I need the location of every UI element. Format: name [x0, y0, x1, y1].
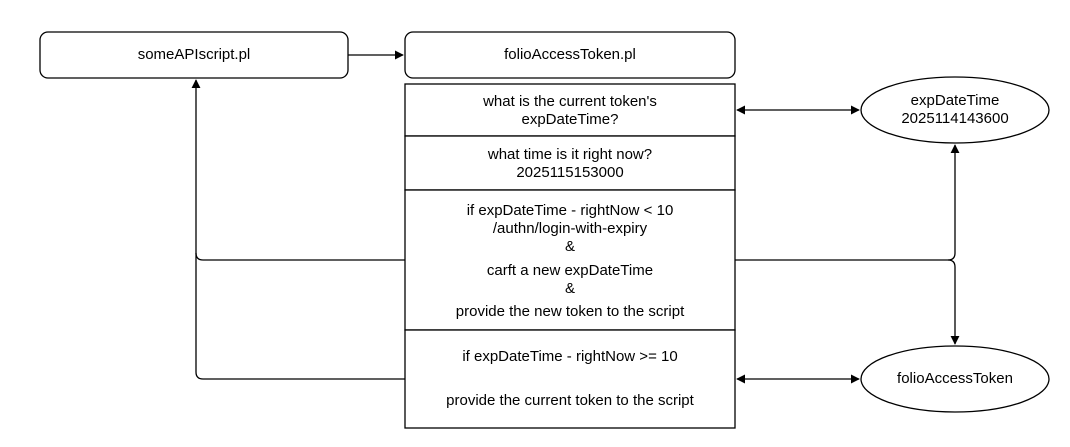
step-refresh-line-2: /authn/login-with-expiry: [493, 220, 648, 237]
step-refresh-line-6: provide the new token to the script: [456, 303, 685, 320]
refresh-to-token-arrow: [947, 259, 960, 345]
step-time-now-line-1: what time is it right now?: [487, 146, 652, 163]
step-current-token-line-1: what is the current token's: [482, 93, 657, 110]
folio-access-token-script-box: [404, 31, 736, 79]
exp-date-time-value: 2025114143600: [901, 110, 1008, 127]
refresh-return-arrow: [191, 79, 405, 261]
step-time-now-box: [404, 135, 736, 191]
step-current-token-line-2: expDateTime?: [522, 111, 619, 128]
step-refresh-line-5: &: [565, 280, 575, 297]
some-api-script-label: someAPIscript.pl: [138, 46, 251, 63]
refresh-to-exp-arrow: [735, 144, 960, 261]
step-refresh-box: [404, 189, 736, 331]
folio-access-token-script-label: folioAccessToken.pl: [504, 46, 636, 63]
step-refresh-line-4: carft a new expDateTime: [487, 262, 653, 279]
reuse-return-line: [195, 253, 405, 380]
folio-access-token-store-label: folioAccessToken: [897, 370, 1013, 387]
step-refresh-line-3: &: [565, 238, 575, 255]
step-time-now-line-2: 2025115153000: [516, 164, 623, 181]
step-reuse-line-1: if expDateTime - rightNow >= 10: [462, 348, 677, 365]
exp-date-time-label: expDateTime: [911, 92, 1000, 109]
exp-date-time-store: [860, 76, 1050, 144]
step-reuse-box: [404, 329, 736, 429]
step-refresh-line-1: if expDateTime - rightNow < 10: [467, 202, 674, 219]
folio-access-token-store: [860, 345, 1050, 413]
step-reuse-line-2: provide the current token to the script: [446, 392, 694, 409]
